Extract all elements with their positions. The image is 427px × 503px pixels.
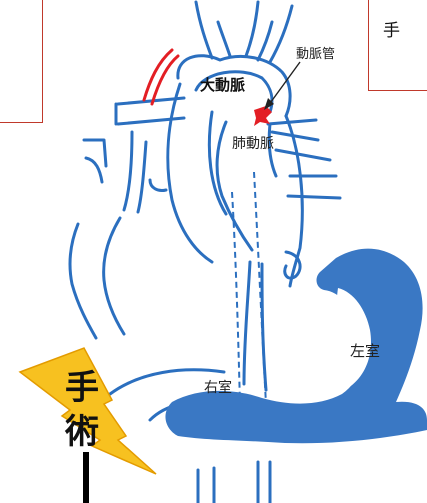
dashed-descending-1 bbox=[231, 191, 241, 405]
red-vessel-2 bbox=[150, 54, 180, 106]
dashed-descending-2 bbox=[253, 171, 267, 405]
ductus-arteriosus-marker bbox=[254, 106, 272, 126]
right-heart-outline-2 bbox=[102, 216, 126, 336]
left-branch-bottom bbox=[116, 116, 186, 126]
vena-cava-upper bbox=[148, 178, 168, 192]
label-ductus: 動脈管 bbox=[296, 47, 335, 62]
vein-left-2 bbox=[84, 156, 104, 184]
right-atrium-loop bbox=[283, 250, 302, 280]
ascending-aorta-right bbox=[207, 110, 228, 216]
neck-vessel-5 bbox=[268, 4, 294, 64]
septum-line-1 bbox=[242, 260, 252, 386]
surgery-char-1: 手 bbox=[65, 368, 99, 408]
right-heart-contour bbox=[284, 114, 304, 288]
label-left-ventricle: 左室 bbox=[350, 342, 380, 360]
neck-vessel-1 bbox=[194, 0, 214, 60]
heart-bottom-outer bbox=[108, 368, 226, 396]
pulmonary-branch-mid bbox=[270, 130, 320, 142]
pulmonary-vein-right2 bbox=[286, 194, 342, 200]
neck-vessel-3 bbox=[244, 0, 260, 58]
lightning-bolt-icon bbox=[18, 347, 157, 475]
vein-left-3 bbox=[122, 130, 134, 212]
left-ventricle-muscle bbox=[165, 248, 427, 444]
vein-left-1 bbox=[82, 138, 108, 168]
aortic-arch-outer bbox=[176, 54, 292, 118]
right-heart-outline bbox=[68, 222, 98, 340]
callout-box-left bbox=[0, 0, 43, 123]
pulmonary-branch-lower bbox=[274, 148, 332, 162]
left-branch-top bbox=[116, 96, 186, 106]
label-aorta: 大動脈 bbox=[200, 76, 245, 94]
vein-left-4 bbox=[136, 140, 148, 214]
ductus-pointer-line bbox=[267, 61, 301, 107]
callout-box-right: 手 bbox=[368, 0, 427, 91]
pulmonary-trunk-right bbox=[267, 122, 278, 178]
ascending-aorta-left bbox=[166, 82, 214, 264]
callout-right-text: 手 bbox=[383, 21, 400, 41]
surgery-bar bbox=[83, 452, 89, 503]
label-pulmonary: 肺動脈 bbox=[232, 136, 274, 152]
ductus-pointer-head bbox=[264, 98, 274, 110]
surgery-char-2: 術 bbox=[65, 412, 99, 452]
label-right-ventricle: 右室 bbox=[204, 379, 232, 396]
neck-vessel-4 bbox=[256, 20, 274, 62]
neck-vessel-2 bbox=[216, 20, 232, 58]
red-vessel-1 bbox=[142, 48, 174, 102]
pulmonary-trunk-left bbox=[215, 120, 254, 252]
left-ventricle-cavity bbox=[272, 288, 372, 396]
pulmonary-branch-upper bbox=[266, 118, 318, 126]
